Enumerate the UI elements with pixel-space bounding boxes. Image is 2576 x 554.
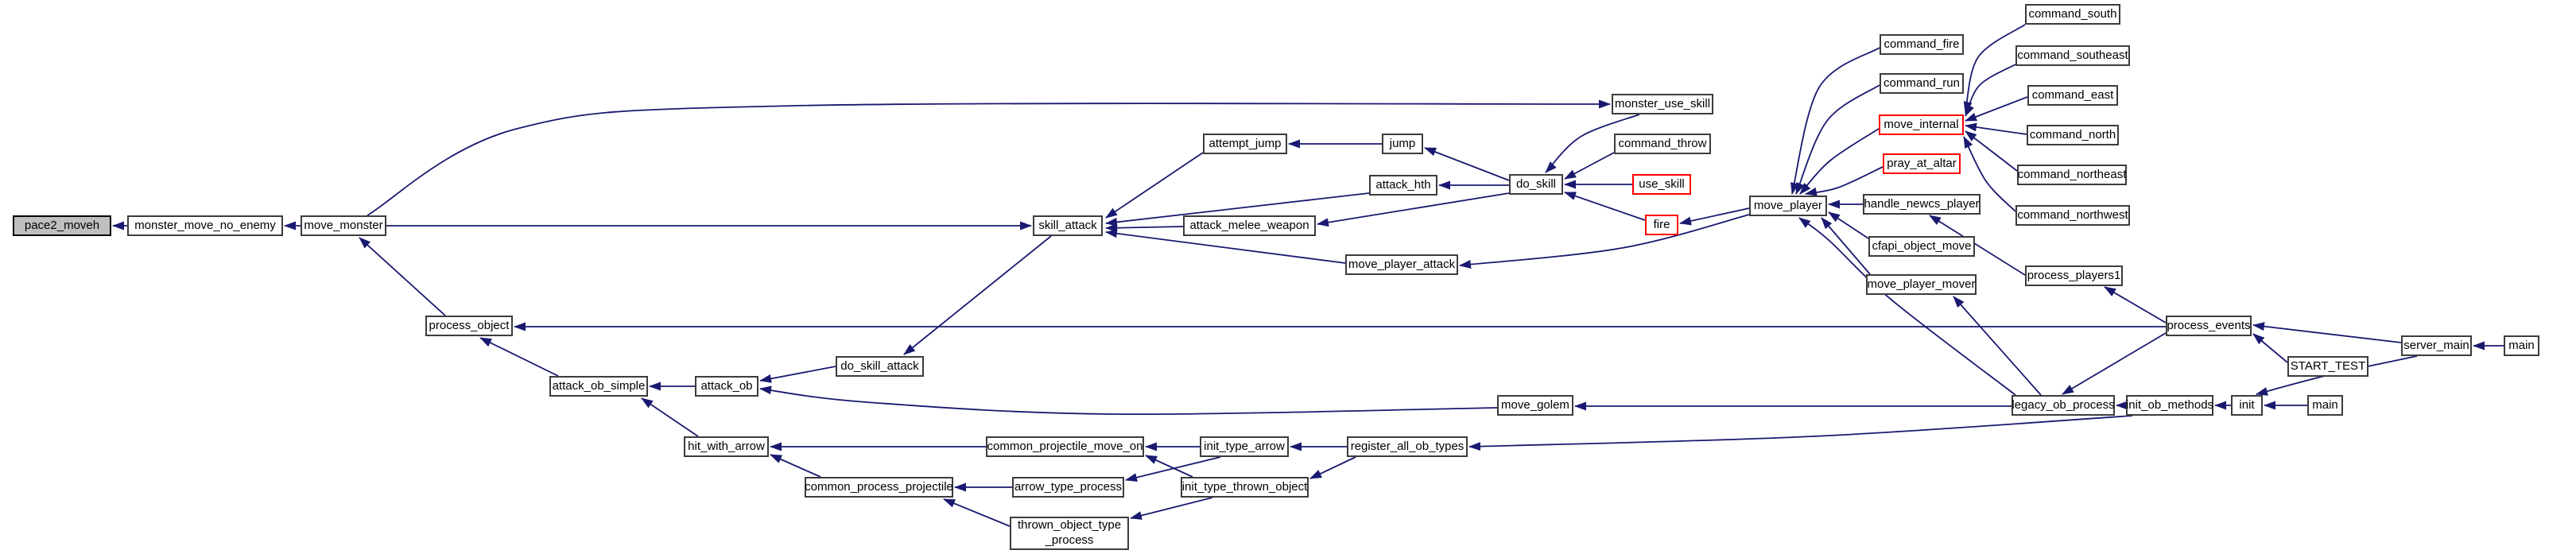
edge-do_skill-to-jump bbox=[1424, 147, 1510, 181]
edge-attack_hth-to-skill_attack bbox=[1105, 192, 1370, 227]
node-pray_at_altar[interactable]: pray_at_altar bbox=[1883, 153, 1961, 174]
node-attack_hth[interactable]: attack_hth bbox=[1369, 175, 1437, 196]
edge-attack_melee_weapon-to-skill_attack bbox=[1105, 223, 1184, 233]
node-legacy_ob_process[interactable]: legacy_ob_process bbox=[2012, 395, 2115, 416]
edge-hit_with_arrow-to-attack_ob_simple bbox=[641, 397, 699, 437]
node-command_east[interactable]: command_east bbox=[2027, 85, 2118, 106]
edge-command_south-to-move_internal bbox=[1963, 24, 2026, 114]
node-cfapi_object_move[interactable]: cfapi_object_move bbox=[1868, 236, 1975, 257]
edge-process_events-to-legacy_ob_process bbox=[2062, 332, 2167, 395]
node-command_north[interactable]: command_north bbox=[2027, 125, 2119, 145]
edge-move_player-to-move_player_attack bbox=[1459, 214, 1750, 269]
edge-command_northwest-to-move_internal bbox=[1963, 136, 2016, 212]
node-command_northwest[interactable]: command_northwest bbox=[2015, 205, 2130, 226]
node-init[interactable]: init bbox=[2231, 395, 2263, 416]
edge-attempt_jump-to-skill_attack bbox=[1105, 152, 1204, 219]
node-do_skill_attack[interactable]: do_skill_attack bbox=[836, 356, 924, 377]
edge-server_main-to-process_events bbox=[2252, 322, 2402, 343]
edge-register_all_ob_types-to-init_type_thrown_object bbox=[1309, 456, 1356, 479]
node-do_skill[interactable]: do_skill bbox=[1509, 174, 1563, 195]
node-move_player_mover[interactable]: move_player_mover bbox=[1866, 274, 1977, 295]
node-arrow_type_process[interactable]: arrow_type_process bbox=[1012, 477, 1124, 498]
edge-command_northeast-to-move_internal bbox=[1965, 130, 2018, 172]
node-process_object[interactable]: process_object bbox=[425, 316, 513, 336]
node-attempt_jump[interactable]: attempt_jump bbox=[1203, 134, 1287, 154]
edge-process_players1-to-handle_newcs_player bbox=[1929, 215, 2026, 276]
node-attack_ob[interactable]: attack_ob bbox=[695, 376, 758, 397]
edge-monster_use_skill-to-do_skill bbox=[1545, 114, 1640, 173]
node-command_southeast[interactable]: command_southeast bbox=[2015, 45, 2130, 66]
node-common_projectile_move_on[interactable]: common_projectile_move_on bbox=[986, 436, 1144, 457]
node-move_player[interactable]: move_player bbox=[1749, 196, 1827, 216]
node-main_bottom[interactable]: main bbox=[2307, 395, 2343, 416]
edge-process_events-to-process_players1 bbox=[2104, 286, 2167, 323]
node-jump[interactable]: jump bbox=[1382, 134, 1423, 154]
node-attack_ob_simple[interactable]: attack_ob_simple bbox=[549, 376, 648, 397]
node-init_type_arrow[interactable]: init_type_arrow bbox=[1200, 436, 1289, 457]
edge-command_fire-to-move_player bbox=[1790, 47, 1880, 195]
edge-move_player_attack-to-skill_attack bbox=[1105, 229, 1346, 264]
node-common_process_projectile[interactable]: common_process_projectile bbox=[805, 477, 953, 498]
edge-START_TEST-to-process_events bbox=[2252, 333, 2288, 363]
node-process_events[interactable]: process_events bbox=[2166, 316, 2252, 336]
node-command_south[interactable]: command_south bbox=[2025, 4, 2120, 25]
node-init_type_thrown_object[interactable]: init_type_thrown_object bbox=[1181, 477, 1309, 498]
node-command_northeast[interactable]: command_northeast bbox=[2017, 165, 2127, 185]
node-fire[interactable]: fire bbox=[1645, 215, 1678, 235]
edge-command_east-to-move_internal bbox=[1965, 96, 2028, 122]
edge-command_throw-to-do_skill bbox=[1564, 152, 1615, 180]
node-pace2_moveh: pace2_moveh bbox=[13, 215, 111, 236]
node-thrown_object_type_process[interactable]: thrown_object_type _process bbox=[1010, 517, 1129, 550]
node-command_fire[interactable]: command_fire bbox=[1880, 34, 1964, 55]
node-use_skill[interactable]: use_skill bbox=[1632, 174, 1691, 195]
node-move_player_attack[interactable]: move_player_attack bbox=[1345, 254, 1458, 275]
edge-thrown_object_type_process-to-common_process_projectile bbox=[943, 498, 1011, 527]
edge-command_run-to-move_player bbox=[1795, 84, 1880, 195]
edge-legacy_ob_process-to-move_player_mover bbox=[1953, 296, 2042, 396]
edge-command_north-to-move_internal bbox=[1965, 122, 2027, 135]
node-main_top[interactable]: main bbox=[2504, 335, 2539, 356]
edge-fire-to-do_skill bbox=[1564, 192, 1646, 221]
node-server_main[interactable]: server_main bbox=[2401, 335, 2472, 356]
edge-do_skill_attack-to-attack_ob bbox=[759, 366, 836, 383]
node-hit_with_arrow[interactable]: hit_with_arrow bbox=[684, 436, 769, 457]
node-move_internal[interactable]: move_internal bbox=[1879, 114, 1964, 135]
node-move_monster[interactable]: move_monster bbox=[301, 215, 386, 236]
node-init_ob_methods[interactable]: init_ob_methods bbox=[2126, 395, 2213, 416]
node-register_all_ob_types[interactable]: register_all_ob_types bbox=[1347, 436, 1468, 457]
edge-pray_at_altar-to-move_player bbox=[1805, 166, 1884, 196]
node-monster_use_skill[interactable]: monster_use_skill bbox=[1612, 94, 1713, 114]
edge-init_ob_methods-to-register_all_ob_types bbox=[1468, 415, 2133, 451]
edge-skill_attack-to-do_skill_attack bbox=[903, 235, 1052, 355]
node-skill_attack[interactable]: skill_attack bbox=[1033, 215, 1103, 236]
edge-init_type_thrown_object-to-thrown_object_type_process bbox=[1130, 497, 1213, 520]
edge-cfapi_object_move-to-move_player bbox=[1828, 211, 1869, 239]
node-process_players1[interactable]: process_players1 bbox=[2025, 265, 2123, 286]
edge-do_skill-to-attack_melee_weapon bbox=[1317, 192, 1510, 227]
edge-init_type_thrown_object-to-common_projectile_move_on bbox=[1145, 455, 1193, 478]
edge-move_golem-to-attack_ob bbox=[759, 385, 1498, 416]
edge-move_player_mover-to-move_player bbox=[1821, 217, 1871, 275]
node-handle_newcs_player[interactable]: handle_newcs_player bbox=[1863, 194, 1980, 215]
node-command_run[interactable]: command_run bbox=[1880, 73, 1964, 94]
edge-common_process_projectile-to-hit_with_arrow bbox=[770, 454, 821, 478]
edge-move_monster-to-monster_use_skill bbox=[367, 99, 1611, 216]
node-monster_move_no_enemy[interactable]: monster_move_no_enemy bbox=[127, 215, 283, 236]
node-START_TEST[interactable]: START_TEST bbox=[2287, 356, 2368, 377]
edge-move_internal-to-move_player bbox=[1799, 128, 1880, 195]
edge-command_southeast-to-move_internal bbox=[1965, 64, 2016, 117]
edge-move_player-to-fire bbox=[1679, 207, 1750, 226]
node-move_golem[interactable]: move_golem bbox=[1497, 395, 1573, 416]
node-attack_melee_weapon[interactable]: attack_melee_weapon bbox=[1183, 215, 1316, 236]
edge-attack_ob_simple-to-process_object bbox=[479, 337, 559, 377]
edge-init_type_arrow-to-arrow_type_process bbox=[1125, 456, 1221, 482]
edge-process_object-to-move_monster bbox=[359, 237, 446, 316]
node-command_throw[interactable]: command_throw bbox=[1614, 134, 1711, 154]
